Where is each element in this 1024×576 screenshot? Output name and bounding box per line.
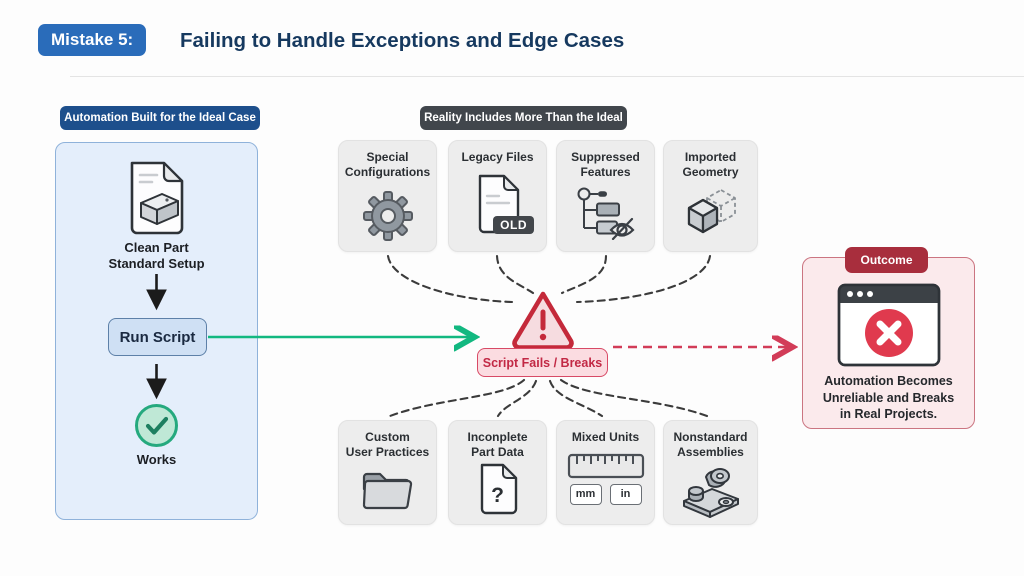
clean-part-label: Clean Part Standard Setup — [108, 240, 205, 272]
header-divider — [70, 76, 1024, 77]
card-legacy-files: Legacy Files OLD — [448, 140, 547, 252]
outcome-badge: Outcome — [845, 247, 928, 273]
card-nonstandard-assemblies: Nonstandard Assemblies — [663, 420, 758, 525]
card-label: Nonstandard Assemblies — [673, 430, 748, 459]
ideal-case-badge: Automation Built for the Ideal Case — [60, 106, 260, 130]
card-label: Special Configurations — [344, 150, 431, 179]
question-file-icon: ? — [449, 460, 546, 524]
card-special-configurations: Special Configurations — [338, 140, 437, 252]
part-file-icon — [124, 160, 190, 236]
card-label: Suppressed Features — [571, 150, 640, 179]
card-label: Imported Geometry — [682, 150, 739, 179]
card-custom-user-practices: Custom User Practices — [338, 420, 437, 525]
card-imported-geometry: Imported Geometry — [663, 140, 758, 252]
card-label: Legacy Files — [461, 150, 534, 164]
question-mark: ? — [491, 484, 504, 507]
works-label: Works — [136, 452, 177, 467]
page-title: Failing to Handle Exceptions and Edge Ca… — [180, 29, 625, 52]
mistake-number-badge: Mistake 5: — [38, 24, 147, 56]
card-label: Mixed Units — [571, 430, 640, 444]
card-label: Custom User Practices — [345, 430, 430, 459]
ruler-icon: mm in — [557, 445, 654, 524]
card-incomplete-part-data: Inconplete Part Data ? — [448, 420, 547, 525]
reality-badge: Reality Includes More Than the Ideal — [420, 106, 627, 130]
check-circle-icon — [135, 404, 178, 447]
card-label: Inconplete Part Data — [467, 430, 528, 459]
gear-icon — [339, 180, 436, 251]
assembly-icon — [664, 460, 757, 524]
card-mixed-units: Mixed Units mm in — [556, 420, 655, 525]
cube-icon — [664, 180, 757, 251]
old-tag: OLD — [493, 216, 534, 234]
feature-tree-hidden-icon — [557, 180, 654, 251]
legacy-file-icon: OLD — [449, 165, 546, 251]
card-suppressed-features: Suppressed Features — [556, 140, 655, 252]
outcome-text: Automation Becomes Unreliable and Breaks… — [822, 374, 955, 421]
run-script-button: Run Script — [108, 318, 207, 356]
warning-triangle-icon — [510, 288, 576, 350]
unit-chip-mm: mm — [569, 483, 602, 505]
script-fails-badge: Script Fails / Breaks — [477, 348, 608, 377]
folder-icon — [339, 460, 436, 524]
unit-chip-in: in — [609, 483, 642, 505]
error-window-icon — [837, 283, 941, 367]
